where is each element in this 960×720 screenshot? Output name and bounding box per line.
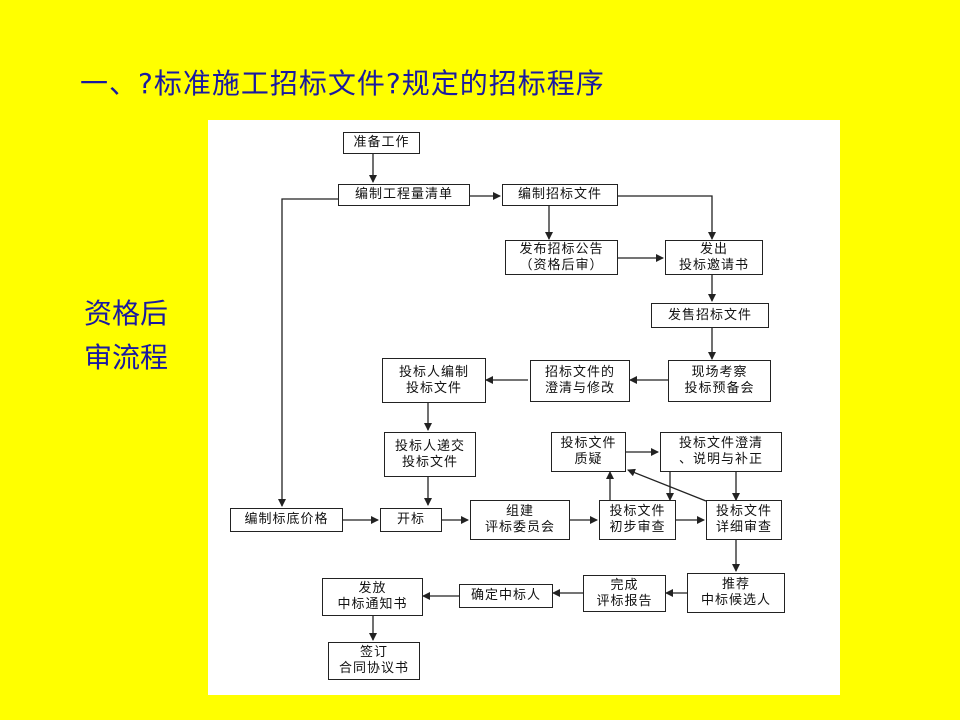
node-report: 完成 评标报告 bbox=[583, 575, 666, 612]
edge-detail-query bbox=[627, 468, 707, 502]
node-recommend: 推荐 中标候选人 bbox=[687, 573, 785, 613]
side-label-line: 资格后 bbox=[84, 297, 169, 330]
flowchart-panel: 准备工作 编制工程量清单 编制招标文件 发布招标公告 （资格后审） 发出 投标邀… bbox=[208, 120, 840, 695]
node-open-bid: 开标 bbox=[380, 508, 442, 532]
edge-bill-baseprice bbox=[278, 198, 338, 507]
node-detail-review: 投标文件 详细审查 bbox=[706, 500, 782, 540]
node-draft-docs: 编制招标文件 bbox=[502, 184, 618, 206]
node-base-price: 编制标底价格 bbox=[230, 508, 343, 532]
node-bidder-submit: 投标人递交 投标文件 bbox=[384, 432, 476, 477]
node-bidder-prepare: 投标人编制 投标文件 bbox=[382, 358, 486, 403]
node-committee: 组建 评标委员会 bbox=[470, 500, 570, 540]
node-site-visit: 现场考察 投标预备会 bbox=[668, 360, 771, 402]
node-bid-clarify: 投标文件澄清 、说明与补正 bbox=[660, 432, 782, 472]
node-contract: 签订 合同协议书 bbox=[328, 642, 420, 680]
flowchart-connectors bbox=[278, 154, 740, 641]
node-announce: 发布招标公告 （资格后审） bbox=[505, 240, 618, 275]
node-prepare: 准备工作 bbox=[343, 132, 420, 154]
slide-title: 一、?标准施工招标文件?规定的招标程序 bbox=[80, 67, 605, 100]
edge-draft-invite bbox=[618, 195, 716, 240]
node-clarify-docs: 招标文件的 澄清与修改 bbox=[530, 360, 630, 402]
node-sell-docs: 发售招标文件 bbox=[651, 303, 769, 328]
node-prelim-review: 投标文件 初步审查 bbox=[599, 500, 676, 540]
node-bid-query: 投标文件 质疑 bbox=[551, 432, 626, 472]
node-winner: 确定中标人 bbox=[459, 584, 553, 608]
node-notice: 发放 中标通知书 bbox=[322, 578, 423, 616]
node-bill: 编制工程量清单 bbox=[338, 184, 470, 206]
side-label: 资格后 审流程 bbox=[84, 292, 168, 380]
side-label-line: 审流程 bbox=[84, 341, 169, 374]
node-invite: 发出 投标邀请书 bbox=[665, 240, 763, 275]
